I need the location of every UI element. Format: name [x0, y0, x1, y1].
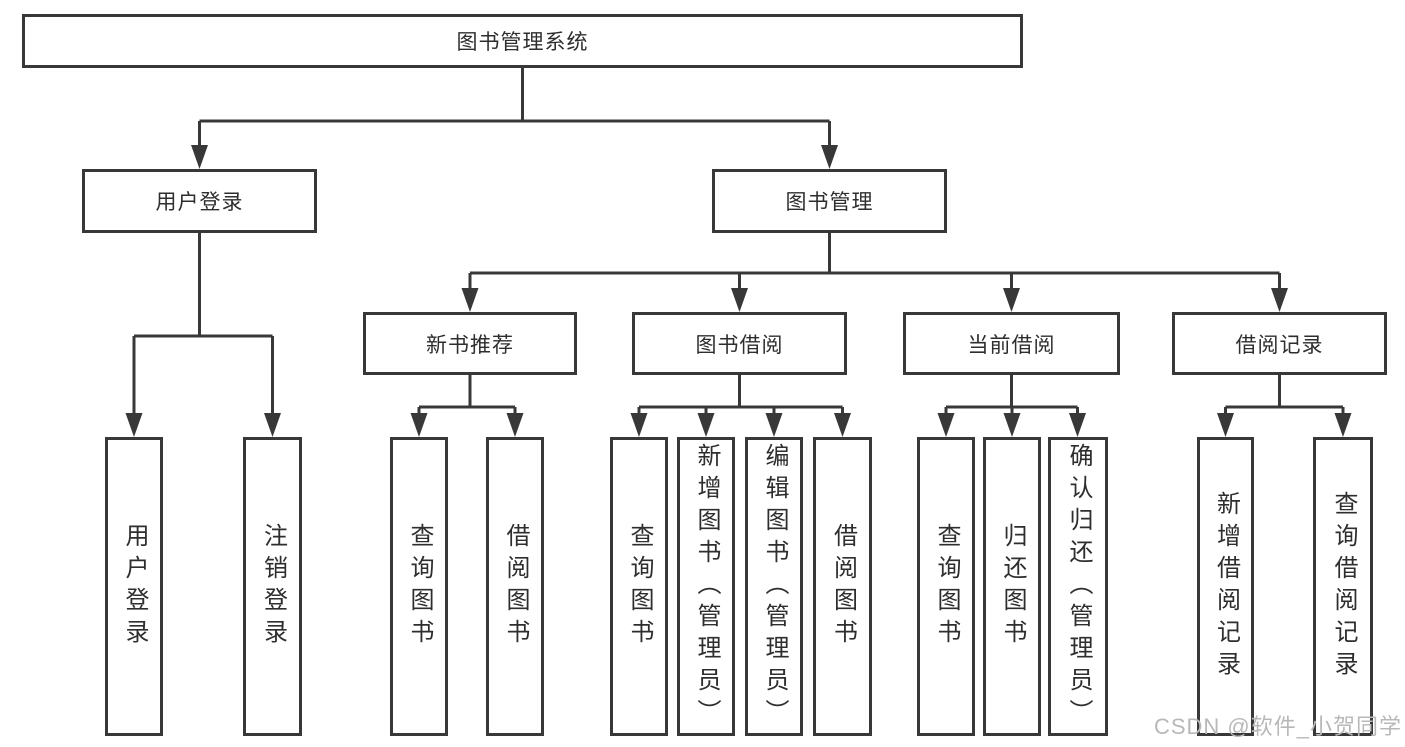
node-label: 归还图书: [999, 522, 1026, 651]
node-root-system: 图书管理系统: [22, 14, 1023, 68]
arrowhead-icon: [697, 413, 715, 437]
leaf-query-books-borrow: 查询图书: [610, 437, 668, 736]
arrowhead-icon: [630, 413, 648, 437]
leaf-add-borrow-record: 新增借阅记录: [1197, 437, 1254, 736]
arrowhead-icon: [834, 413, 851, 437]
node-label: 查询图书: [933, 522, 960, 651]
node-label: 用户登录: [121, 522, 148, 651]
node-label: 借阅图书: [829, 522, 857, 651]
node-current-borrow: 当前借阅: [903, 312, 1120, 375]
leaf-logout: 注销登录: [243, 437, 302, 736]
node-book-borrow: 图书借阅: [632, 312, 847, 375]
arrowhead-icon: [765, 413, 783, 437]
leaf-borrow-books-recommend: 借阅图书: [486, 437, 544, 736]
node-label: 借阅图书: [502, 522, 529, 651]
arrowhead-icon: [410, 413, 428, 437]
arrowhead-icon: [1003, 413, 1021, 437]
node-label: 注销登录: [259, 522, 287, 651]
arrowhead-icon: [125, 413, 143, 437]
node-book-management: 图书管理: [712, 169, 947, 233]
leaf-borrow-books: 借阅图书: [813, 437, 872, 736]
csdn-watermark: CSDN @软件_小贺同学: [1153, 714, 1402, 739]
node-label: 编辑图书（管理员）: [761, 442, 788, 731]
arrowhead-icon: [1271, 288, 1288, 312]
node-label: 查询图书: [626, 522, 653, 651]
leaf-return-books: 归还图书: [983, 437, 1041, 736]
arrowhead-icon: [1217, 413, 1234, 437]
arrowhead-icon: [191, 145, 208, 169]
node-label: 新增图书（管理员）: [693, 442, 720, 731]
node-label: 图书管理系统: [456, 31, 589, 54]
leaf-query-borrow-record: 查询借阅记录: [1313, 437, 1373, 736]
arrowhead-icon: [1069, 413, 1086, 437]
arrowhead-icon: [506, 413, 524, 437]
leaf-add-books-admin: 新增图书（管理员）: [677, 437, 735, 736]
arrowhead-icon: [821, 145, 838, 169]
leaf-query-books-current: 查询图书: [917, 437, 975, 736]
node-label: 新书推荐: [426, 333, 514, 357]
node-label: 图书管理: [785, 191, 874, 214]
arrowhead-icon: [461, 288, 479, 312]
arrowhead-icon: [1003, 288, 1020, 312]
leaf-confirm-return-admin: 确认归还（管理员）: [1048, 437, 1108, 736]
node-label: 图书借阅: [695, 333, 784, 357]
node-label: 查询借阅记录: [1330, 490, 1357, 683]
arrowhead-icon: [731, 288, 748, 312]
node-label: 当前借阅: [967, 333, 1056, 357]
node-label: 借阅记录: [1235, 333, 1324, 357]
node-borrow-records: 借阅记录: [1172, 312, 1387, 375]
arrowhead-icon: [1334, 413, 1352, 437]
node-label: 新增借阅记录: [1212, 490, 1240, 683]
leaf-user-login: 用户登录: [105, 437, 163, 736]
node-label: 确认归还（管理员）: [1065, 442, 1092, 731]
node-user-login: 用户登录: [82, 169, 317, 233]
node-new-book-recommend: 新书推荐: [363, 312, 577, 375]
node-label: 用户登录: [155, 191, 244, 214]
node-label: 查询图书: [406, 522, 433, 651]
leaf-edit-books-admin: 编辑图书（管理员）: [745, 437, 803, 736]
leaf-query-books-recommend: 查询图书: [390, 437, 448, 736]
arrowhead-icon: [264, 413, 281, 437]
arrowhead-icon: [937, 413, 955, 437]
